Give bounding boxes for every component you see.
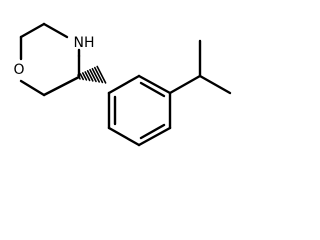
wedge-hash <box>77 74 81 80</box>
double-bond-inner <box>139 81 166 98</box>
double-bond-inner <box>139 123 166 140</box>
nitrogen-label: NH <box>74 35 95 51</box>
wedge-hash <box>82 72 88 81</box>
bond-c2-c3 <box>42 75 81 97</box>
bond-ar2-ar3 <box>137 74 172 95</box>
hashed-wedge-bond <box>77 65 107 84</box>
wedge-hash <box>96 65 107 84</box>
bond-ar4-ar5 <box>137 126 172 147</box>
benzene-ring <box>107 74 172 147</box>
wedge-hash <box>84 71 91 82</box>
isopropyl-group <box>168 39 232 95</box>
wedge-hash <box>89 68 97 83</box>
wedge-hash <box>86 70 94 82</box>
bond-n4-c5 <box>42 22 69 39</box>
oxygen-label: O <box>13 62 24 78</box>
bond-o1-c2 <box>19 79 46 97</box>
bond-ar1-ar2 <box>107 74 141 95</box>
bond-c5-c6 <box>19 22 46 39</box>
molecule-structure: NH O <box>13 22 232 147</box>
bond-ar5-ar6 <box>107 126 141 147</box>
wedge-hash <box>79 73 84 81</box>
wedge-hash <box>94 66 104 84</box>
bond-ar3-ch <box>168 74 202 95</box>
morpholine-ring <box>19 22 81 97</box>
wedge-hash <box>91 67 100 83</box>
bond-ch-me2 <box>198 74 232 95</box>
